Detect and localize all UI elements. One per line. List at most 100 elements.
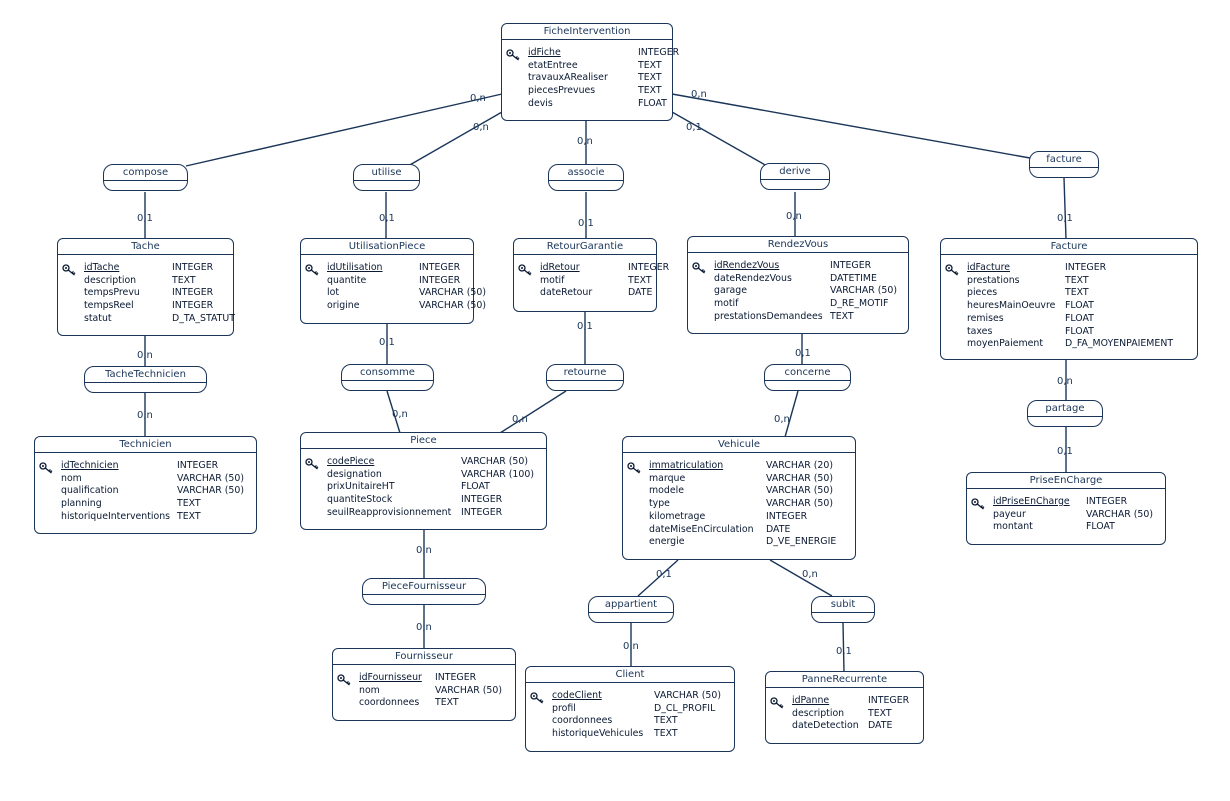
assoc-associe[interactable]: associe <box>548 164 624 191</box>
card-partage-facture: 0,n <box>1057 376 1073 387</box>
attribute-name: coordonnees <box>359 697 420 709</box>
attribute-type: DATETIME <box>830 272 877 284</box>
attribute-name: statut <box>84 312 112 324</box>
assoc-utilise[interactable]: utilise <box>353 164 420 191</box>
attribute-type: TEXT <box>177 510 201 522</box>
assoc-piece-fournisseur[interactable]: PieceFournisseur <box>362 578 486 605</box>
attribute-name: kilometrage <box>649 510 706 522</box>
attribute-type: INTEGER <box>177 460 219 471</box>
attribute-name: motif <box>714 298 739 310</box>
card-consomme-piece: 0,n <box>392 409 408 420</box>
assoc-tache-technicien-label: TacheTechnicien <box>85 367 206 383</box>
card-appartient-veh: 0,1 <box>656 569 672 580</box>
entity-title: Technicien <box>35 437 256 453</box>
attribute-type: INTEGER <box>435 672 477 683</box>
assoc-subit[interactable]: subit <box>811 596 875 623</box>
card-pf-piece: 0,n <box>416 545 432 556</box>
attribute-name: lot <box>327 287 340 299</box>
attribute-name: quantiteStock <box>327 494 393 506</box>
assoc-partage[interactable]: partage <box>1027 400 1103 427</box>
attribute-name: dateRetour <box>540 287 593 299</box>
card-retourne-piece: 0,n <box>512 414 528 425</box>
card-retourne-retour: 0,1 <box>577 321 593 332</box>
primary-key-icon <box>506 46 522 65</box>
attribute-type: FLOAT <box>1065 300 1094 312</box>
primary-key-icon <box>971 495 987 514</box>
assoc-consomme-label: consomme <box>342 365 433 381</box>
entity-title: Fournisseur <box>333 649 515 665</box>
attribute-type: TEXT <box>1065 274 1089 286</box>
line-consomme-piece <box>386 390 401 434</box>
attribute-type: VARCHAR (50) <box>177 472 245 484</box>
attribute-type: INTEGER <box>419 274 461 286</box>
assoc-facture[interactable]: facture <box>1029 151 1099 178</box>
card-utilise-fiche: 0,n <box>473 122 489 133</box>
attribute-name: marque <box>649 472 686 484</box>
attribute-name: origine <box>327 300 360 312</box>
assoc-consomme[interactable]: consomme <box>341 364 434 391</box>
attribute-type: FLOAT <box>1065 312 1094 324</box>
primary-key-attribute: idFacture <box>967 262 1011 273</box>
assoc-concerne[interactable]: concerne <box>764 364 851 391</box>
primary-key-icon <box>337 671 353 690</box>
assoc-appartient-label: appartient <box>589 597 673 613</box>
attribute-name: description <box>84 274 137 286</box>
attribute-type: VARCHAR (50) <box>766 485 834 497</box>
attribute-type: FLOAT <box>461 481 490 493</box>
entity-title: RendezVous <box>688 237 908 253</box>
assoc-tache-technicien[interactable]: TacheTechnicien <box>84 366 207 393</box>
attribute-name: montant <box>993 521 1033 533</box>
attribute-type: D_FA_MOYENPAIEMENT <box>1065 338 1174 350</box>
line-retourne-piece <box>499 390 567 434</box>
attribute-name: pieces <box>967 287 998 299</box>
attribute-type: TEXT <box>868 707 892 719</box>
attribute-type: VARCHAR (50) <box>830 285 898 297</box>
assoc-derive[interactable]: derive <box>760 163 830 190</box>
primary-key-attribute: idPanne <box>792 695 830 706</box>
line-appartient-veh <box>637 559 679 597</box>
attribute-name: qualification <box>61 485 119 497</box>
attribute-name: dateRendezVous <box>714 272 792 284</box>
attribute-name: prestations <box>967 274 1020 286</box>
primary-key-icon <box>518 261 534 280</box>
card-partage-prise: 0,1 <box>1057 446 1073 457</box>
line-utilise-fiche <box>407 111 503 167</box>
entity-title: Client <box>526 667 734 683</box>
attribute-type: TEXT <box>654 728 678 740</box>
attribute-type: INTEGER <box>461 506 503 518</box>
card-concerne-rdv: 0,1 <box>795 348 811 359</box>
assoc-retourne[interactable]: retourne <box>546 364 624 391</box>
attribute-type: TEXT <box>830 310 854 322</box>
card-facture-fiche: 0,n <box>691 89 707 100</box>
attribute-type: VARCHAR (50) <box>766 498 834 510</box>
attribute-type: VARCHAR (20) <box>766 460 834 471</box>
card-appartient-client: 0,n <box>623 641 639 652</box>
attribute-name: payeur <box>993 508 1026 520</box>
attribute-name: dateDetection <box>792 720 859 732</box>
card-compose-tache: 0,1 <box>137 213 153 224</box>
attribute-type: INTEGER <box>419 262 461 273</box>
card-associe-retour: 0,1 <box>578 218 594 229</box>
assoc-concerne-label: concerne <box>765 365 850 381</box>
entity-title: FicheIntervention <box>502 24 672 40</box>
attribute-type: VARCHAR (50) <box>419 287 487 299</box>
primary-key-attribute: codePiece <box>327 456 375 467</box>
assoc-compose[interactable]: compose <box>103 164 188 191</box>
card-tt-tache: 0,n <box>137 350 153 361</box>
assoc-appartient[interactable]: appartient <box>588 596 674 623</box>
card-subit-veh: 0,n <box>802 569 818 580</box>
attribute-name: designation <box>327 468 382 480</box>
